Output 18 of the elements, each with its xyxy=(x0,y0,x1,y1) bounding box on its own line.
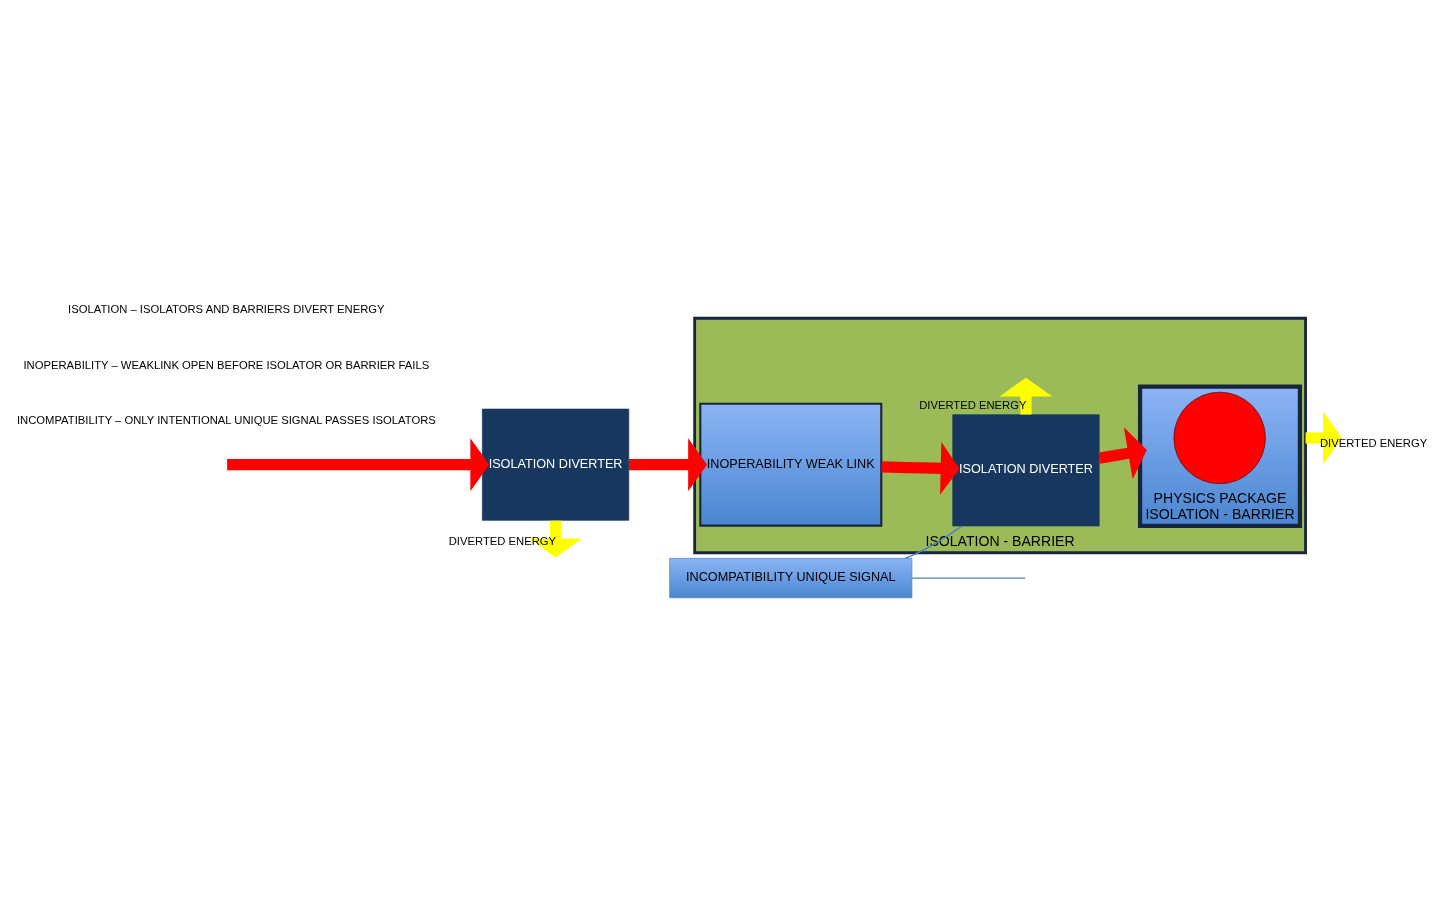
node-circle xyxy=(1173,391,1266,484)
label: INOPERABILITY – WEAKLINK OPEN BEFORE ISOLATOR OR BARRIER FAILS xyxy=(23,358,430,371)
arrow xyxy=(881,441,960,495)
arrow xyxy=(227,437,490,491)
cluster: PHYSICS PACKAGE ISOLATION - BARRIER xyxy=(1137,383,1303,528)
node-box: ISOLATION DIVERTER xyxy=(952,413,1100,526)
edge-label: DIVERTED ENERGY xyxy=(919,398,1027,411)
node-box: INCOMPATIBILITY UNIQUE SIGNAL xyxy=(669,557,913,598)
arrow xyxy=(629,437,708,491)
label: ISOLATION – ISOLATORS AND BARRIERS DIVERT ENERGY xyxy=(68,302,385,315)
connector xyxy=(904,524,963,559)
arrow xyxy=(999,377,1053,414)
arrow xyxy=(1305,411,1342,464)
label: INCOMPATIBILITY – ONLY INTENTIONAL UNIQUE SIGNAL PASSES ISOLATORS xyxy=(16,413,436,426)
connector xyxy=(911,576,1026,579)
node-box: INOPERABILITY WEAK LINK xyxy=(699,402,883,527)
arrow xyxy=(1098,426,1147,479)
node-box: ISOLATION DIVERTER xyxy=(482,408,630,521)
